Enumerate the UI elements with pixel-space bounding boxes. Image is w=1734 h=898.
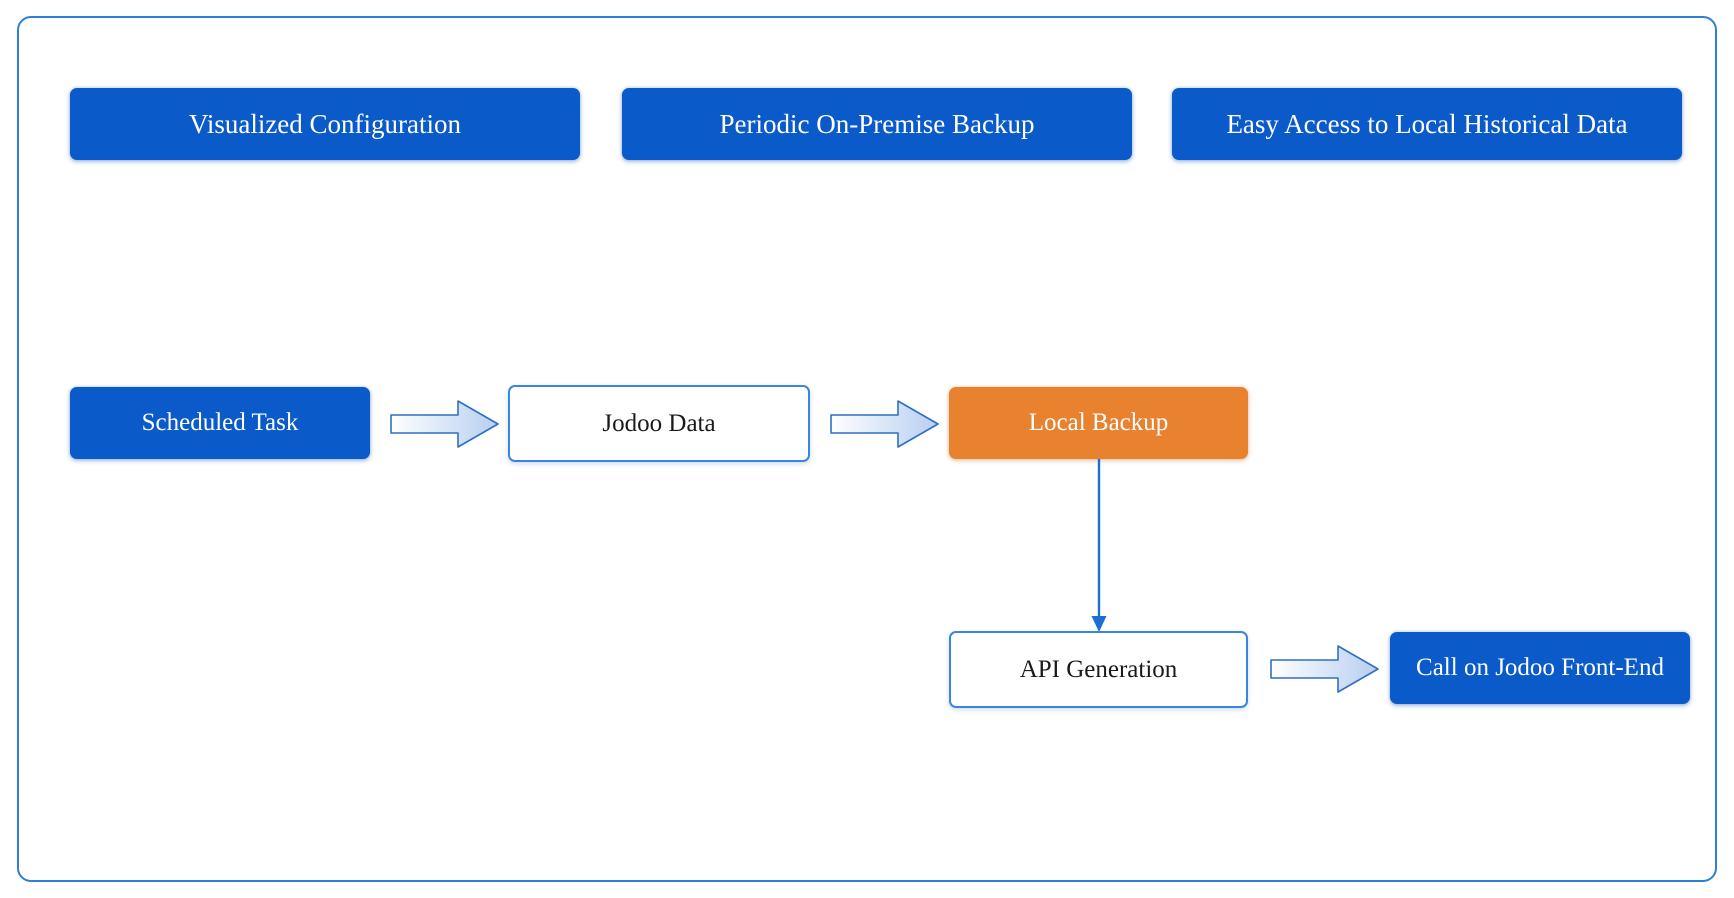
feature-label: Easy Access to Local Historical Data xyxy=(1226,108,1628,139)
feature-label: Periodic On-Premise Backup xyxy=(719,108,1035,139)
node-label: Local Backup xyxy=(1028,409,1169,436)
node-jodoo-data[interactable]: Jodoo Data xyxy=(508,385,810,462)
node-label: Scheduled Task xyxy=(141,409,299,436)
node-api-generation[interactable]: API Generation xyxy=(949,631,1248,708)
arrow-api-generation-to-call-frontend xyxy=(1270,645,1379,693)
arrow-local-backup-to-api-generation xyxy=(1091,459,1107,632)
feature-box-easy-access-to-local-historical-data[interactable]: Easy Access to Local Historical Data xyxy=(1172,88,1682,160)
node-label: Jodoo Data xyxy=(602,409,716,437)
arrow-jodoo-data-to-local-backup xyxy=(830,400,939,448)
node-scheduled-task[interactable]: Scheduled Task xyxy=(70,387,370,459)
node-local-backup[interactable]: Local Backup xyxy=(949,387,1248,459)
node-call-on-jodoo-front-end[interactable]: Call on Jodoo Front-End xyxy=(1390,632,1690,704)
feature-box-periodic-on-premise-backup[interactable]: Periodic On-Premise Backup xyxy=(622,88,1132,160)
arrow-scheduled-task-to-jodoo-data xyxy=(390,400,499,448)
node-label: Call on Jodoo Front-End xyxy=(1416,654,1664,681)
feature-label: Visualized Configuration xyxy=(188,108,462,139)
feature-box-visualized-configuration[interactable]: Visualized Configuration xyxy=(70,88,580,160)
node-label: API Generation xyxy=(1019,655,1178,683)
